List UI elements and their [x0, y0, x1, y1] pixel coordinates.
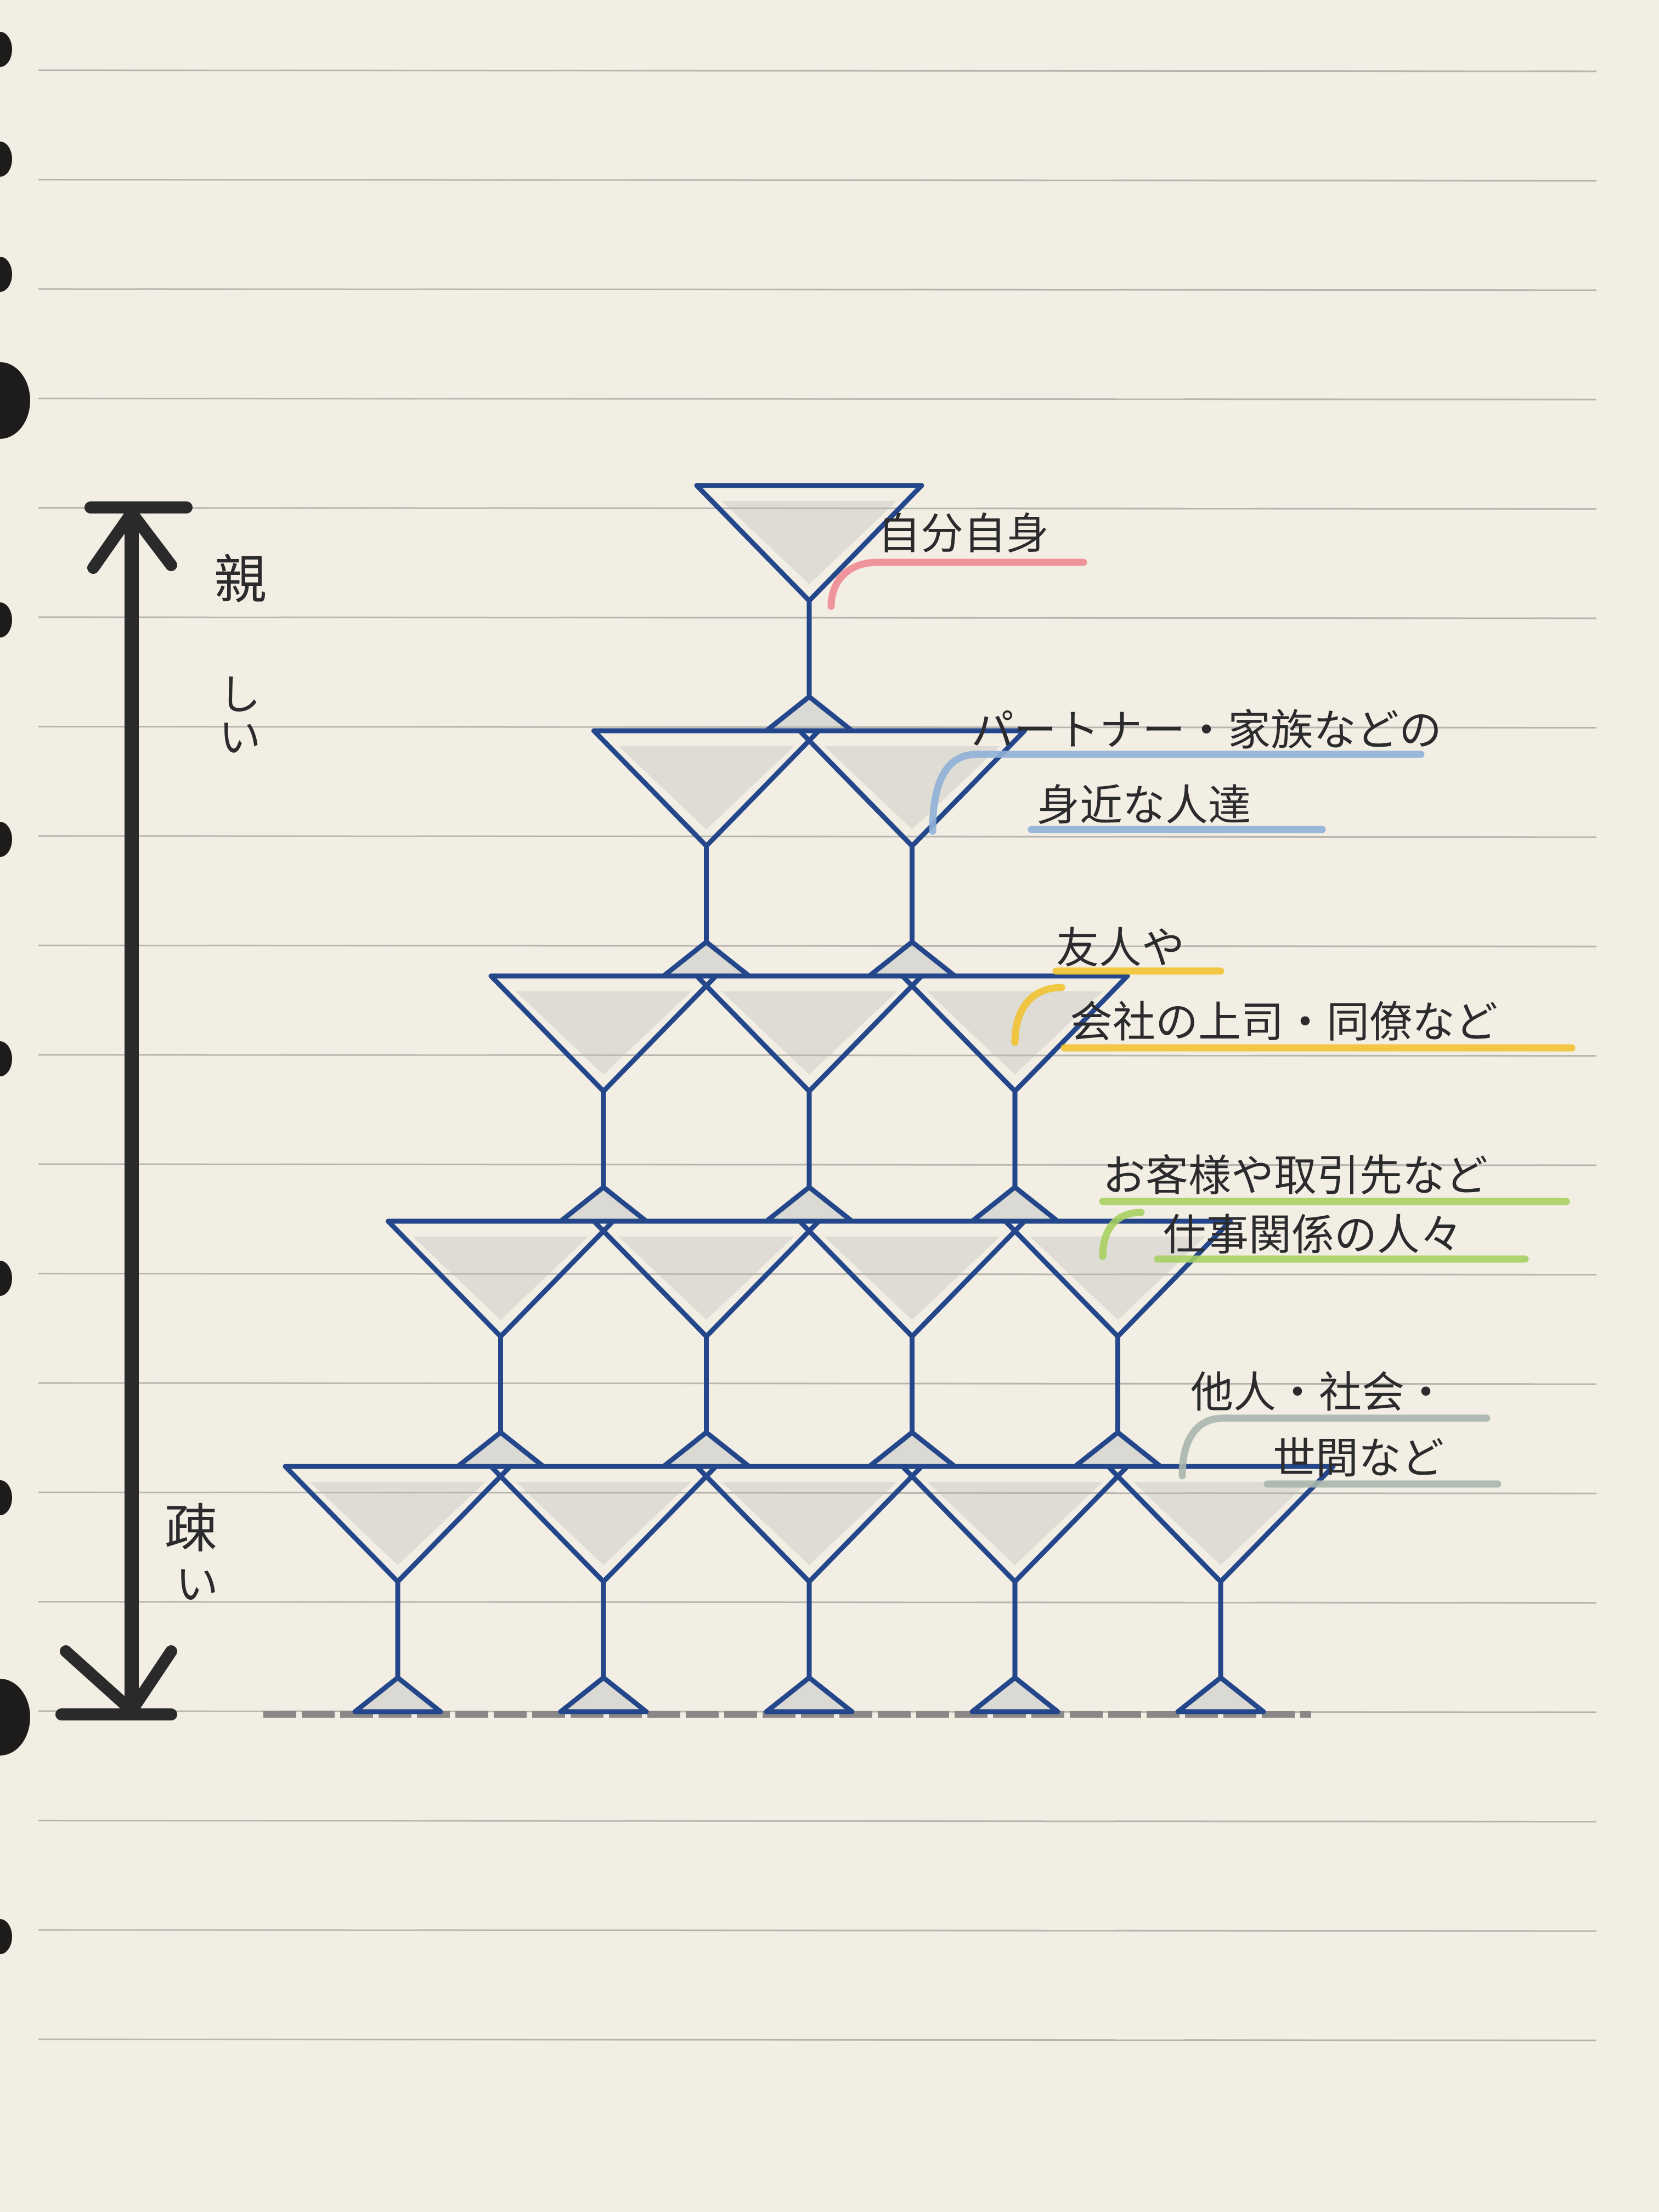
- champagne-glass: [694, 973, 924, 1224]
- binder-hole: [0, 362, 30, 439]
- binder-hole: [0, 822, 12, 857]
- champagne-glass: [797, 728, 1027, 979]
- rule-line: [38, 288, 1597, 291]
- champagne-glass: [386, 1218, 616, 1469]
- rule-line: [38, 1819, 1597, 1822]
- rule-line: [38, 616, 1597, 619]
- binder-hole: [0, 1679, 30, 1756]
- annotation-customers: お客様や取引先など: [1103, 1152, 1488, 1201]
- binder-hole: [0, 257, 12, 292]
- annotation-tier-2: パートナー・家族などの 身近な人達: [929, 706, 1442, 835]
- annotation-company-colleagues: 会社の上司・同僚など: [1070, 998, 1498, 1047]
- rule-line: [38, 1163, 1597, 1166]
- closeness-axis: 親 しい 疎 い: [55, 501, 267, 1720]
- annotation-tier-1: 自分自身: [827, 510, 1087, 610]
- rule-line: [38, 1272, 1597, 1276]
- champagne-glass: [1105, 1464, 1336, 1714]
- glass-tower: [283, 483, 1336, 1714]
- annotation-business-people: 仕事関係の人々: [1163, 1211, 1463, 1260]
- champagne-glass: [797, 1218, 1027, 1469]
- tier-annotations: 自分自身 パートナー・家族などの 身近な人達 友人や 会社の上司・同僚など お客…: [827, 510, 1576, 1488]
- binder-hole: [0, 1261, 12, 1296]
- champagne-glass: [283, 1464, 513, 1714]
- annotation-tier-4: お客様や取引先など 仕事関係の人々: [1099, 1152, 1570, 1263]
- axis-label-close-kana: しい: [211, 672, 261, 758]
- axis-label-close-kanji: 親: [214, 549, 267, 611]
- axis-label-distant-kana: い: [176, 1560, 218, 1610]
- champagne-glass: [694, 1464, 924, 1714]
- champagne-glass: [591, 728, 821, 979]
- rule-line: [38, 69, 1597, 72]
- rule-line: [38, 2038, 1597, 2041]
- down-arrow-icon: [60, 1645, 177, 1717]
- rule-line: [38, 1382, 1597, 1385]
- annotation-tier-3: 友人や 会社の上司・同僚など: [1011, 924, 1576, 1052]
- rule-line: [38, 178, 1597, 182]
- rule-line: [38, 1491, 1597, 1494]
- binder-hole: [0, 142, 12, 177]
- rule-line: [38, 397, 1597, 400]
- ruled-lines: [38, 69, 1597, 2041]
- up-arrow-icon: [87, 507, 177, 574]
- champagne-glass: [488, 973, 719, 1224]
- champagne-glass: [488, 1464, 719, 1714]
- rule-line: [38, 1054, 1597, 1057]
- annotation-world: 世間など: [1273, 1434, 1444, 1483]
- annotation-others-society: 他人・社会・: [1190, 1368, 1447, 1418]
- annotation-self: 自分自身: [878, 510, 1049, 559]
- binder-hole: [0, 1919, 12, 1954]
- rule-line: [38, 725, 1597, 729]
- binder-holes: [0, 32, 30, 1954]
- rule-line: [38, 1601, 1597, 1604]
- rule-line: [38, 944, 1597, 947]
- annotation-friends: 友人や: [1056, 924, 1184, 973]
- rule-line: [38, 1929, 1597, 1932]
- axis-label-distant-kanji: 疎: [165, 1498, 217, 1560]
- champagne-glass: [591, 1218, 821, 1469]
- binder-hole: [0, 1480, 12, 1515]
- champagne-glass: [900, 1464, 1130, 1714]
- rule-line: [38, 835, 1597, 838]
- annotation-close-people: 身近な人達: [1037, 781, 1251, 831]
- rule-line: [38, 507, 1597, 510]
- binder-hole: [0, 602, 12, 637]
- annotation-tier-5: 他人・社会・ 世間など: [1178, 1368, 1502, 1488]
- binder-hole: [0, 32, 12, 67]
- annotation-partner-family: パートナー・家族などの: [971, 706, 1442, 755]
- binder-hole: [0, 1041, 12, 1076]
- champagne-glass: [694, 483, 924, 733]
